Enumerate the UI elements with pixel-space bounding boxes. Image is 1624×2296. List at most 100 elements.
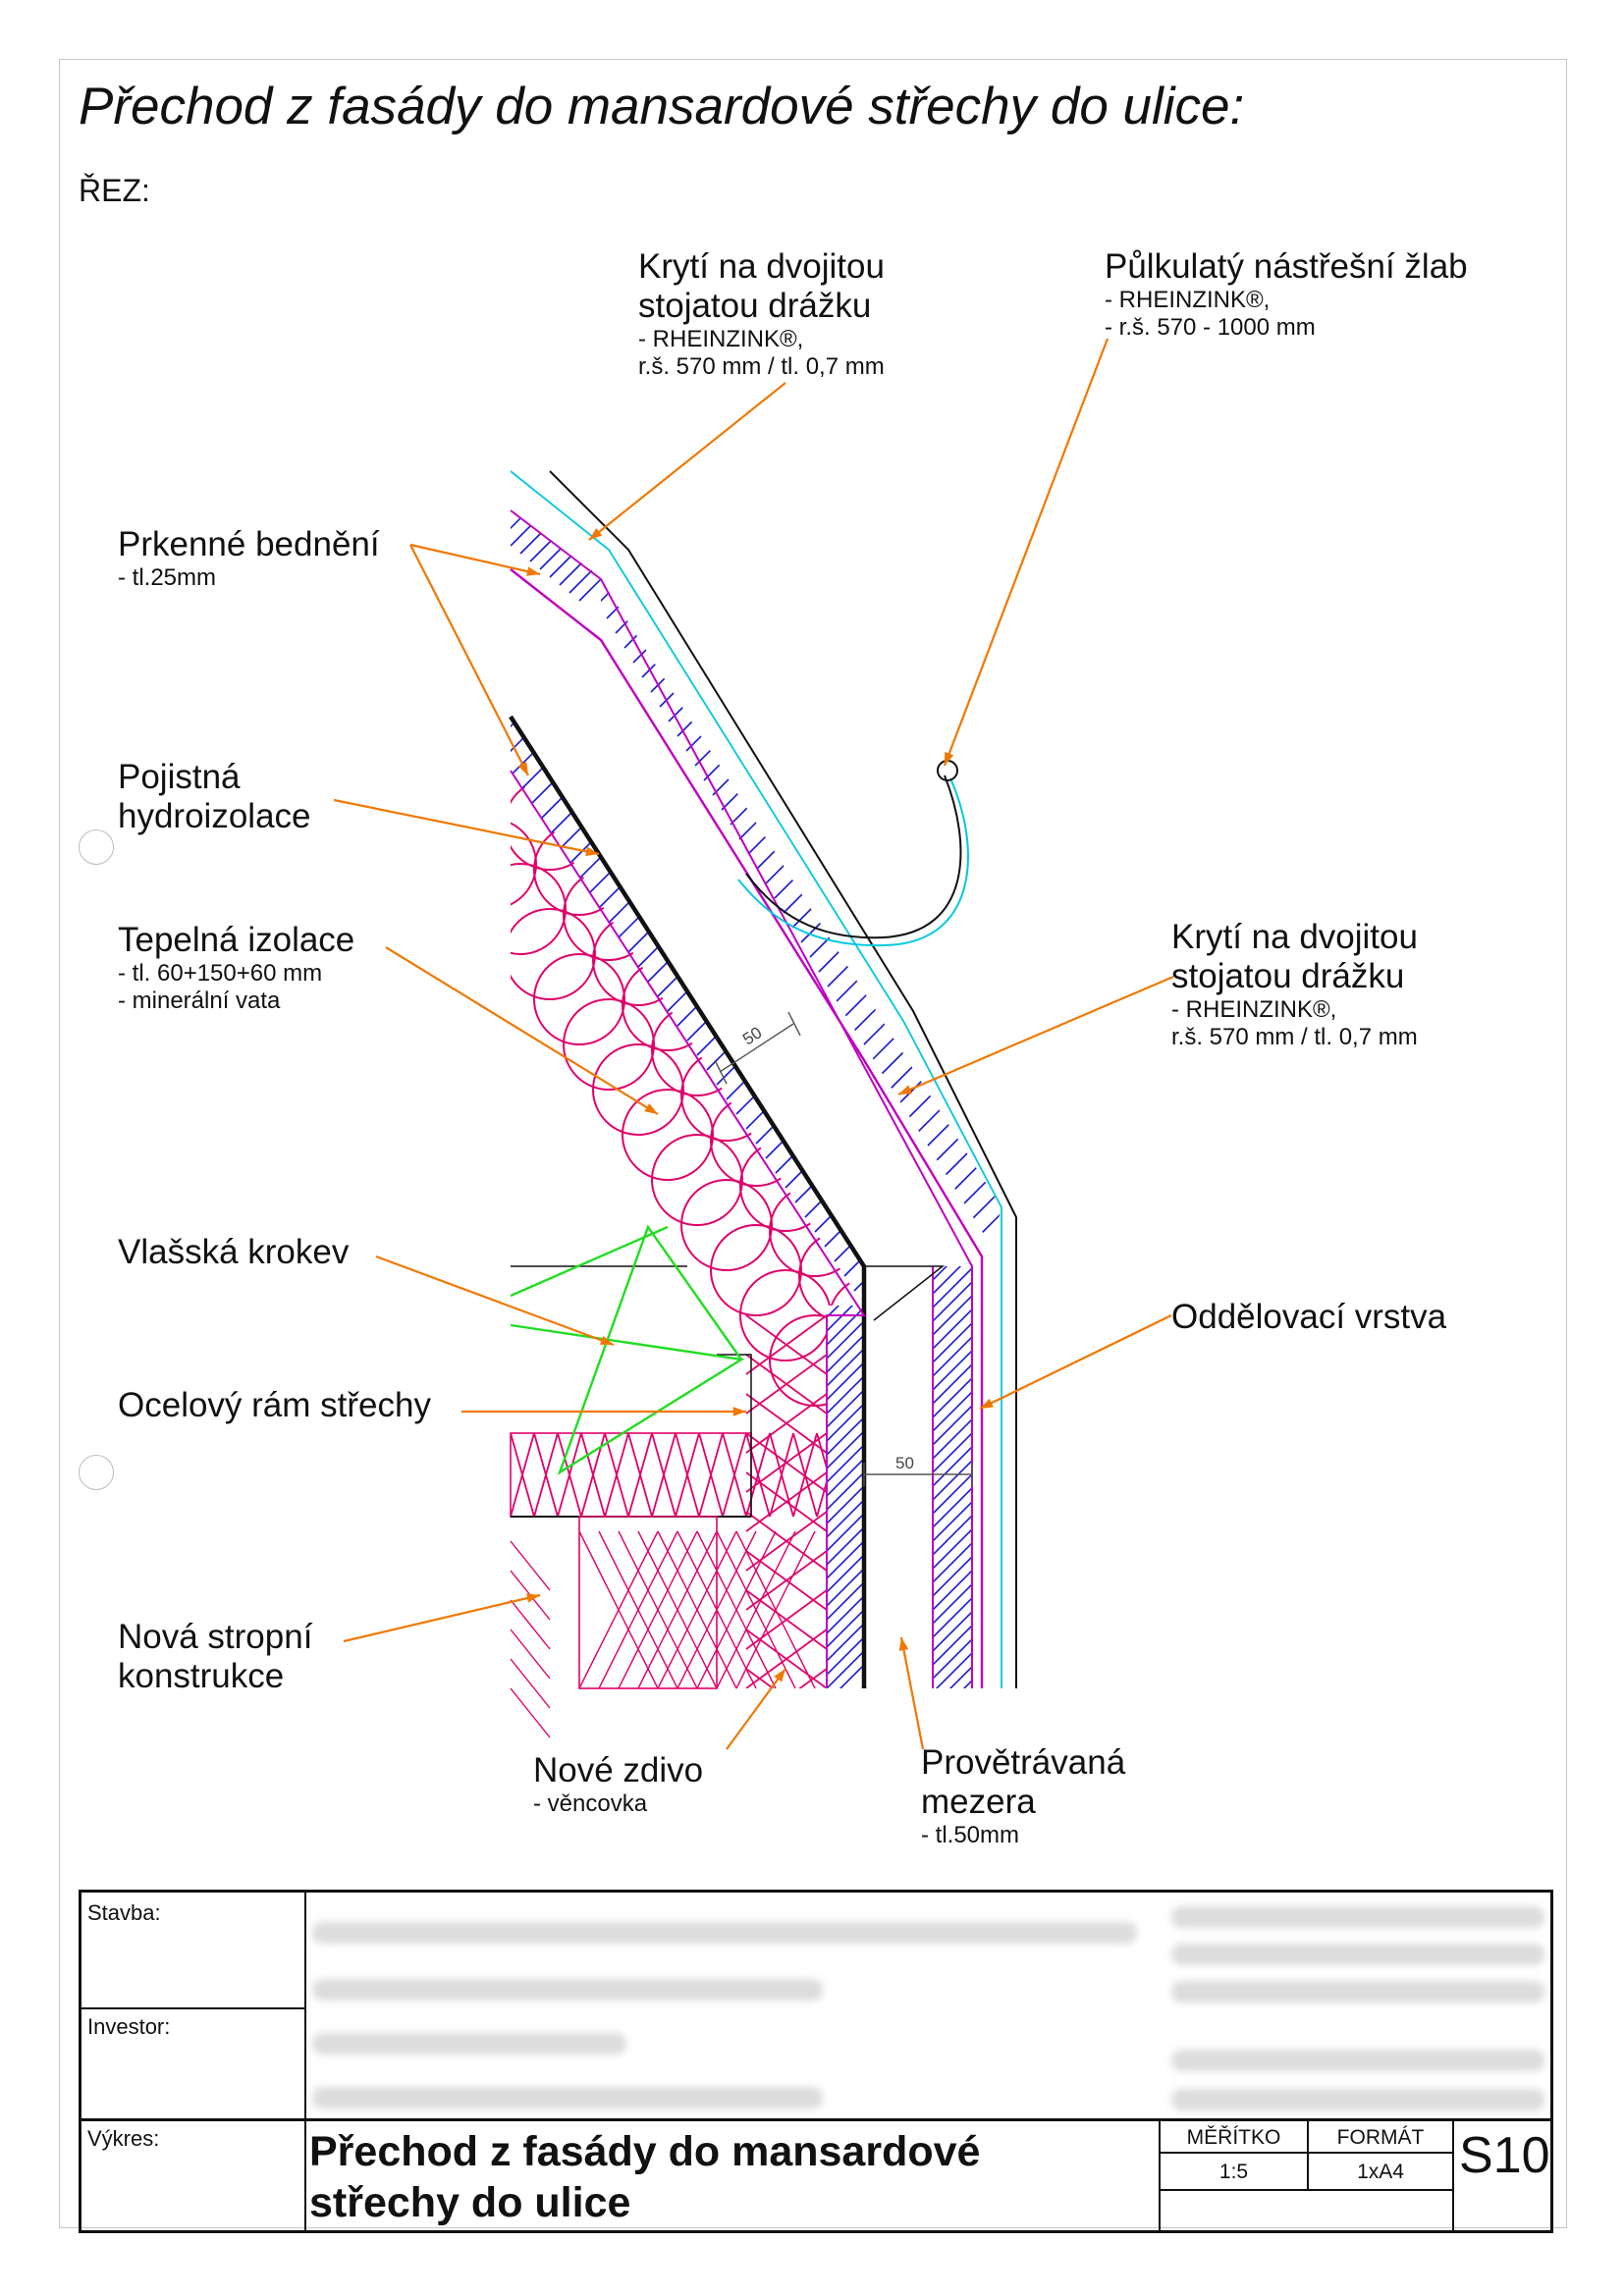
insulation-loop: [622, 1089, 714, 1181]
boarding-hatch-line: [827, 1489, 864, 1550]
boarding-hatch-line: [827, 1338, 864, 1399]
leader-arrows: [333, 338, 1174, 1750]
boarding-hatch-line: [827, 1627, 864, 1687]
leader-arrowhead: [517, 762, 528, 775]
masonry-hatch: [716, 1530, 796, 1689]
drawing-name: Přechod z fasády do mansardové střechy d…: [309, 2128, 981, 2226]
boarding-hatch-line: [933, 1464, 972, 1524]
boarding-hatch-line: [959, 1157, 1001, 1208]
boarding-hatch-line: [844, 966, 895, 1017]
boarding-hatch-line: [843, 1216, 864, 1277]
boarding-hatch-line: [933, 1299, 972, 1360]
boarding-hatch-line: [677, 966, 737, 1027]
boarding-hatch-line: [827, 1310, 864, 1371]
boarding-hatch-line: [827, 1599, 864, 1660]
label-roof-cover-facade: Krytí na dvojitou stojatou drážku - RHEI…: [1171, 918, 1418, 1050]
punch-hole-marker: [79, 829, 114, 865]
insulation-hatch: [604, 1432, 629, 1518]
boarding-hatch-line: [827, 1544, 864, 1605]
boarding-hatch-line: [933, 1422, 972, 1483]
masonry-hatch: [618, 1530, 698, 1689]
redacted-investor-name: [312, 2033, 626, 2055]
redacted-project-address: [312, 1979, 823, 2001]
insulation-loop: [511, 863, 567, 955]
scale-value: 1:5: [1218, 2161, 1249, 2183]
boarding-hatch-line: [950, 1143, 1001, 1194]
leader-arrowhead: [589, 528, 603, 540]
boarding-hatch-line: [606, 579, 657, 619]
zinc-cover-outer: [549, 470, 1017, 1688]
boarding-hatch-line: [827, 1306, 864, 1344]
boarding-hatch-line: [933, 1266, 972, 1305]
boarding-hatch-line: [827, 1462, 864, 1522]
masonry-hatch: [510, 1599, 551, 1650]
leader-arrowhead: [600, 1335, 614, 1345]
insulation-loop: [563, 998, 655, 1091]
boarding-hatch-line: [977, 1187, 1001, 1238]
insulation-hatch: [745, 1668, 828, 1688]
boarding-hatch-line: [933, 1519, 972, 1579]
boarding-hatch-line: [874, 1261, 933, 1320]
leader-line: [409, 544, 529, 776]
format-value: 1xA4: [1357, 2161, 1404, 2183]
boarding-hatch-line: [774, 848, 825, 899]
leader-arrowhead: [526, 1593, 540, 1603]
boarding-hatch-line: [880, 1025, 931, 1076]
insulation-loop: [680, 1179, 773, 1271]
masonry-hatch: [696, 1530, 777, 1689]
boarding-hatch-line: [933, 1477, 972, 1538]
masonry-hatch: [578, 1530, 659, 1689]
gutter-bead: [937, 760, 958, 781]
boarding-hatch-line: [827, 1365, 864, 1426]
boarding-hatch-line: [933, 1312, 972, 1373]
boarding-hatch-line: [933, 1656, 972, 1688]
boarding-hatch-line: [933, 1587, 972, 1648]
label-hydroinsulation: Pojistná hydroizolace: [118, 758, 311, 835]
leader-arrowhead: [526, 566, 540, 576]
masonry-hatch: [510, 1658, 551, 1709]
boarding-hatch-line: [827, 1448, 864, 1509]
insulation-hatch: [792, 1432, 818, 1518]
boarding-hatch-line: [827, 1379, 864, 1440]
boarding-hatch-line: [667, 951, 728, 1012]
boarding-hatch-line: [827, 1393, 864, 1454]
boarding-hatch-line: [933, 1629, 972, 1688]
leader-line: [385, 946, 659, 1115]
insulation-hatch: [557, 1432, 582, 1518]
redacted-stamp: [1171, 1944, 1544, 1965]
half-round-gutter: [745, 774, 962, 939]
label-thermal-insulation: Tepelná izolace - tl. 60+150+60 mm - min…: [118, 921, 355, 1014]
boarding-hatch-line: [677, 686, 728, 737]
boarding-hatch-line: [933, 1271, 972, 1332]
leader-line: [375, 1255, 615, 1347]
insulation-hatch: [533, 1432, 559, 1518]
boarding-hatch-line: [933, 1574, 972, 1634]
title-block: Stavba: Investor: Výkres: Přechod z fasá…: [79, 1890, 1553, 2233]
boarding-hatch-line: [897, 1054, 948, 1105]
boarding-hatch-line: [933, 1436, 972, 1497]
leader-line: [409, 543, 541, 576]
insulation-loop: [710, 1224, 802, 1316]
label-masonry: Nové zdivo - věncovka: [533, 1751, 704, 1817]
separation-membrane: [510, 568, 984, 1688]
boarding-hatch-line: [685, 701, 736, 752]
leader-arrowhead: [585, 846, 599, 857]
boarding-hatch-line: [968, 1172, 1001, 1223]
masonry-hatch: [637, 1530, 718, 1689]
boarding-hatch-group: [933, 1266, 972, 1688]
boarding-hatch-line: [827, 1558, 864, 1619]
insulation-loop: [592, 1043, 684, 1136]
label-ventilated-gap: Provětrávaná mezera - tl.50mm: [921, 1743, 1126, 1848]
steel-column-outline: [717, 1354, 752, 1517]
insulation-hatch: [698, 1432, 724, 1518]
dimension-lines: [714, 1011, 973, 1486]
insulation-hatch: [675, 1432, 700, 1518]
insulation-hatch: [722, 1432, 747, 1518]
boarding-hatch-line: [615, 583, 666, 634]
leader-line: [979, 1314, 1172, 1410]
masonry-outline: [578, 1516, 718, 1689]
masonry-hatch: [510, 1629, 551, 1680]
masonry-hatch: [510, 1687, 551, 1738]
scale-label: MĚŘÍTKO: [1186, 2126, 1281, 2149]
